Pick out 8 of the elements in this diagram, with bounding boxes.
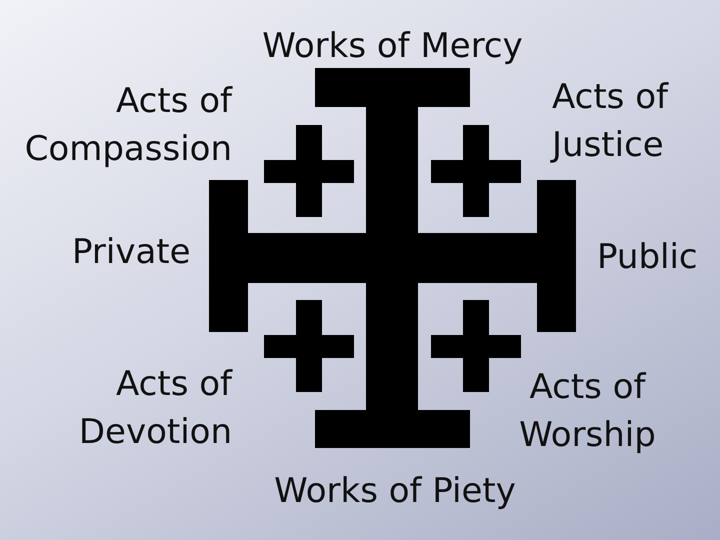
diagram-label: Acts of Compassion (24, 80, 232, 171)
diagram-label: Acts of Devotion (78, 363, 232, 454)
diagram-label: Acts of Justice (552, 76, 670, 167)
diagram-label: Public (597, 236, 699, 279)
diagram-label: Private (72, 231, 192, 274)
diagram-label: Works of Piety (273, 470, 517, 513)
diagram-label: Acts of Worship (518, 366, 657, 457)
diagram-label: Works of Mercy (261, 25, 524, 68)
